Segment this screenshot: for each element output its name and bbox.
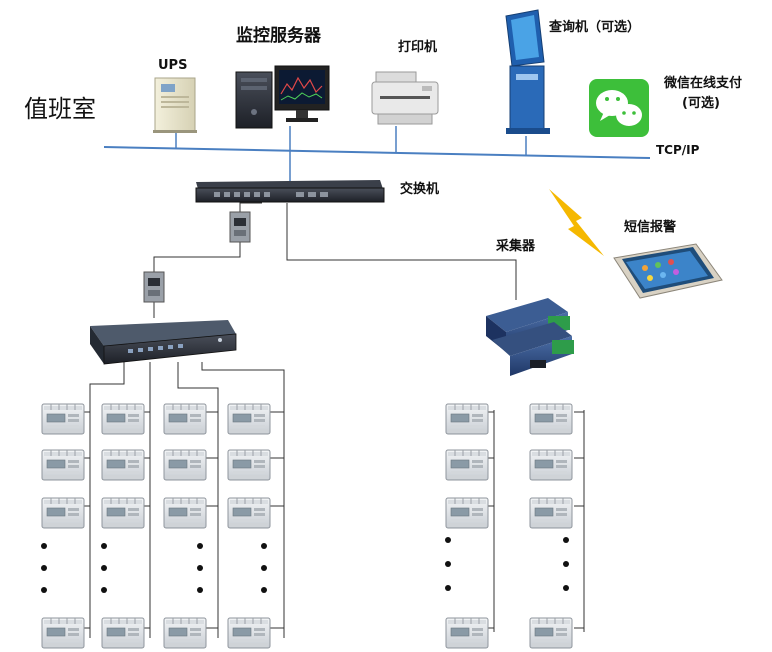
wechat-icon	[589, 79, 649, 137]
downlink-3	[177, 362, 219, 638]
kiosk-icon	[505, 9, 550, 134]
server-icon	[235, 65, 330, 129]
ellipsis-dots	[41, 537, 569, 593]
kiosk-label: 查询机（可选）	[548, 19, 640, 35]
switch-icon	[195, 180, 385, 203]
printer-label: 打印机	[398, 39, 437, 55]
phone-icon	[613, 243, 723, 299]
collector-label: 采集器	[495, 238, 536, 254]
downlink-1	[89, 362, 125, 638]
converter-to-converter-wire	[153, 242, 241, 272]
meter-array-right	[445, 403, 573, 649]
sms-alarm-label: 短信报警	[624, 219, 676, 235]
collector-icon	[486, 298, 574, 376]
meter-array-left	[41, 403, 271, 649]
switch-icon	[90, 320, 237, 365]
switch-to-collector-wire	[286, 203, 517, 300]
ups-icon	[153, 77, 197, 133]
connection-lines	[84, 126, 651, 638]
lightning-icon	[549, 189, 604, 256]
printer-icon	[371, 71, 439, 125]
room-label: 值班室	[24, 95, 96, 123]
wechat-label-line2: (可选)	[682, 95, 720, 111]
downlink-4	[201, 362, 285, 638]
converter-icon	[143, 271, 165, 303]
ups-label: UPS	[158, 58, 187, 73]
tcpip-label: TCP/IP	[656, 143, 700, 157]
converter-icon	[229, 211, 251, 243]
switch-to-converter-wire	[239, 202, 262, 212]
switch-label: 交换机	[400, 181, 439, 197]
server-label: 监控服务器	[236, 25, 322, 46]
wechat-label-line1: 微信在线支付	[663, 75, 742, 91]
tcpip-bus	[103, 146, 651, 159]
